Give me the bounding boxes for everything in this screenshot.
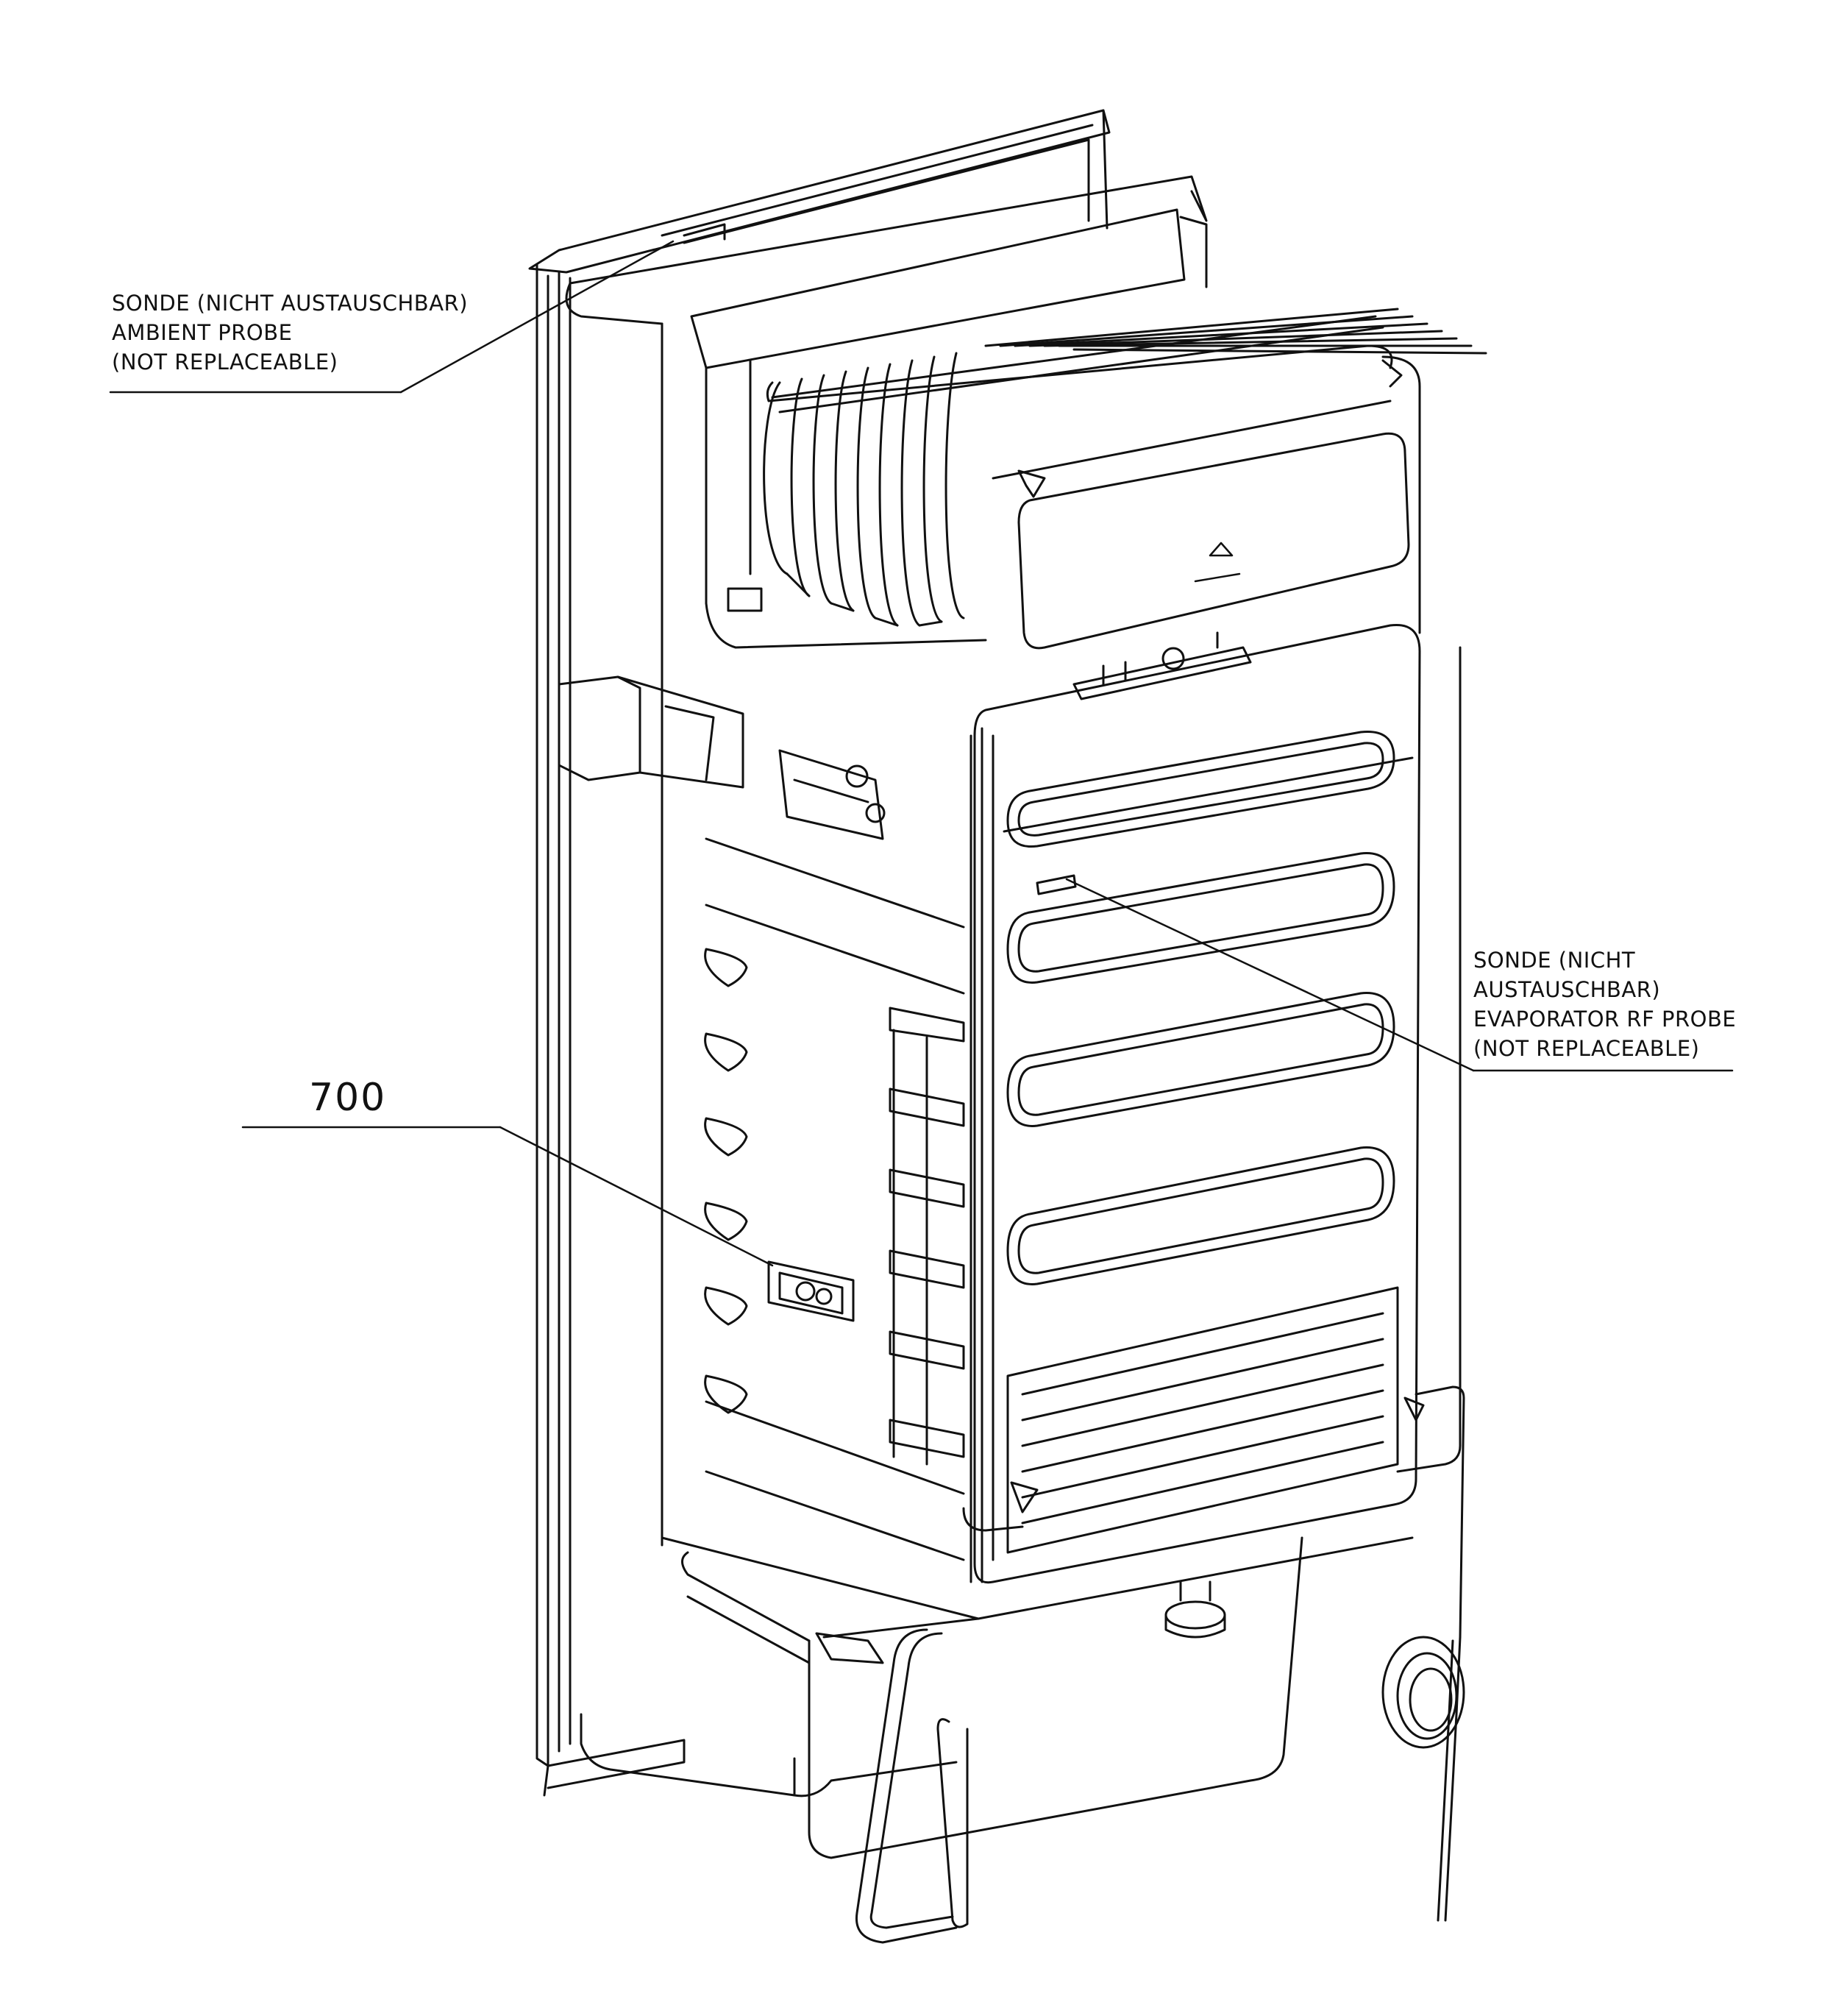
leader-lines <box>109 240 1734 1267</box>
control-module <box>558 675 886 840</box>
ambient-probe-line-3: (NOT REPLACEABLE) <box>112 349 338 375</box>
side-tube <box>962 646 1462 1583</box>
evaporator-loops <box>1006 730 1395 1285</box>
evaporator-probe-label: SONDE (NICHT AUSTAUSCHBAR) EVAPORATOR RF… <box>1473 945 1736 1063</box>
shelf-rail-blocks <box>889 1007 965 1466</box>
evaporator-probe-line-3: EVAPORATOR RF PROBE <box>1473 1007 1737 1032</box>
bottom-tray <box>681 1536 1414 1859</box>
condenser-coil <box>763 308 1487 634</box>
inner-liner <box>661 808 965 1561</box>
evaporator-cover <box>992 400 1410 650</box>
lower-fins <box>1006 1286 1399 1554</box>
capillary-coil <box>1381 1385 1465 1922</box>
shelf-support-triangles <box>704 948 748 1414</box>
recycle-icon <box>1194 542 1241 583</box>
ambient-probe-line-1: SONDE (NICHT AUSTAUSCHBAR) <box>112 291 469 316</box>
connector-700 <box>767 1260 855 1322</box>
freezer-compartment <box>690 208 1208 649</box>
drain-fitting <box>1164 1580 1226 1639</box>
evaporator-probe-sensor <box>1036 874 1077 895</box>
ambient-probe-line-2: AMBIENT PROBE <box>112 320 293 345</box>
ambient-probe-label: SONDE (NICHT AUSTAUSCHBAR) AMBIENT PROBE… <box>112 288 468 377</box>
top-fittings <box>1072 631 1252 700</box>
bottom-pipe-loops <box>855 1628 969 1944</box>
evaporator-probe-line-2: AUSTAUSCHBAR) <box>1473 977 1661 1002</box>
evaporator-probe-line-1: SONDE (NICHT <box>1473 948 1636 973</box>
rear-panel <box>973 623 1421 1584</box>
tube-clips <box>1010 359 1425 1513</box>
part-number-700: 700 <box>309 1076 387 1120</box>
door-frame <box>528 109 1111 1797</box>
evaporator-probe-line-4: (NOT REPLACEABLE) <box>1473 1036 1700 1061</box>
